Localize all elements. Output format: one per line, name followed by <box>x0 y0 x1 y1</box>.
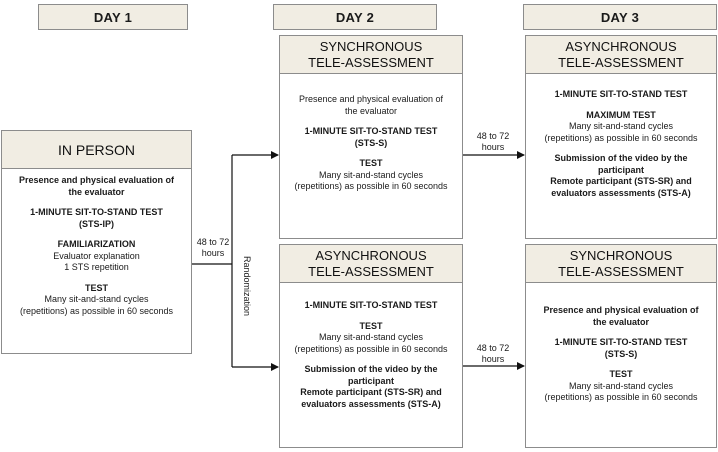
submission-line-2: participant <box>597 164 644 175</box>
day2-async-submission: Submission of the video by the participa… <box>284 364 458 410</box>
presence-line-2: the evaluator <box>592 316 650 327</box>
test-label: TEST <box>609 369 633 379</box>
day2-async-test: TEST Many sit-and-stand cycles (repetiti… <box>284 321 458 356</box>
test-desc-line-2: (repetitions) as possible in 60 seconds <box>19 305 174 316</box>
in-person-body: Presence and physical evaluation of the … <box>2 169 191 317</box>
day3-async-max-test: MAXIMUM TEST Many sit-and-stand cycles (… <box>530 110 712 145</box>
remote-line-2: evaluators assessments (STS-A) <box>551 187 691 198</box>
day3-async-body: 1-MINUTE SIT-TO-STAND TEST MAXIMUM TEST … <box>526 74 716 199</box>
day3-sync-presence: Presence and physical evaluation of the … <box>530 305 712 328</box>
submission-line-2: participant <box>347 375 394 386</box>
day2-sync-test-name: 1-MINUTE SIT-TO-STAND TEST (STS-S) <box>284 126 458 149</box>
day-3-label: DAY 3 <box>523 4 717 30</box>
day3-async-title-2: TELE-ASSESSMENT <box>558 54 684 70</box>
in-person-test-name: 1-MINUTE SIT-TO-STAND TEST (STS-IP) <box>6 207 187 230</box>
test-name: 1-MINUTE SIT-TO-STAND TEST <box>554 337 688 347</box>
interval-line-2: hours <box>201 248 225 258</box>
test-desc-line-1: Many sit-and-stand cycles <box>568 380 674 391</box>
test-name: 1-MINUTE SIT-TO-STAND TEST <box>304 300 438 310</box>
interval-line-2: hours <box>481 142 505 152</box>
test-code: (STS-S) <box>604 348 638 359</box>
day2-sync-box: SYNCHRONOUS TELE-ASSESSMENT Presence and… <box>279 35 463 239</box>
interval-label-day1: 48 to 72 hours <box>193 237 233 259</box>
day3-sync-title-1: SYNCHRONOUS <box>569 247 673 263</box>
test-label: TEST <box>359 320 383 331</box>
sts-repetition: 1 STS repetition <box>64 262 129 272</box>
submission-line-1: Submission of the video by the <box>554 153 688 163</box>
remote-line-1: Remote participant (STS-SR) and <box>300 387 442 397</box>
day2-sync-title-1: SYNCHRONOUS <box>319 38 423 54</box>
day2-async-header: ASYNCHRONOUS TELE-ASSESSMENT <box>280 245 462 283</box>
in-person-box: IN PERSON Presence and physical evaluati… <box>1 130 192 354</box>
test-desc-line-1: Many sit-and-stand cycles <box>318 332 424 342</box>
familiarization-label: FAMILIARIZATION <box>57 239 136 249</box>
presence-line-1: Presence and physical evaluation of <box>18 175 175 185</box>
in-person-familiarization: FAMILIARIZATION Evaluator explanation 1 … <box>6 239 187 274</box>
test-name: 1-MINUTE SIT-TO-STAND TEST <box>554 89 688 99</box>
max-desc-line-1: Many sit-and-stand cycles <box>568 121 674 131</box>
day3-async-header: ASYNCHRONOUS TELE-ASSESSMENT <box>526 36 716 74</box>
remote-line-2: evaluators assessments (STS-A) <box>301 398 441 409</box>
interval-line-1: 48 to 72 <box>476 131 510 141</box>
in-person-test: TEST Many sit-and-stand cycles (repetiti… <box>6 283 187 318</box>
day2-sync-presence: Presence and physical evaluation of the … <box>284 94 458 117</box>
test-label: TEST <box>359 158 383 168</box>
interval-line-2: hours <box>481 354 505 364</box>
day3-async-box: ASYNCHRONOUS TELE-ASSESSMENT 1-MINUTE SI… <box>525 35 717 239</box>
day3-sync-box: SYNCHRONOUS TELE-ASSESSMENT Presence and… <box>525 244 717 448</box>
day2-async-box: ASYNCHRONOUS TELE-ASSESSMENT 1-MINUTE SI… <box>279 244 463 448</box>
test-name: 1-MINUTE SIT-TO-STAND TEST <box>30 207 163 217</box>
day2-sync-test: TEST Many sit-and-stand cycles (repetiti… <box>284 158 458 193</box>
test-desc-line-1: Many sit-and-stand cycles <box>44 294 149 304</box>
day2-sync-body: Presence and physical evaluation of the … <box>280 74 462 193</box>
randomization-label: Randomization <box>242 255 252 317</box>
day3-sync-test-name: 1-MINUTE SIT-TO-STAND TEST (STS-S) <box>530 337 712 360</box>
remote-line-1: Remote participant (STS-SR) and <box>550 176 692 186</box>
interval-label-day2-async: 48 to 72 hours <box>470 343 516 365</box>
day3-sync-body: Presence and physical evaluation of the … <box>526 283 716 404</box>
presence-line-1: Presence and physical evaluation of <box>298 94 444 104</box>
day-2-label: DAY 2 <box>273 4 437 30</box>
presence-line-2: the evaluator <box>344 105 398 116</box>
day2-sync-header: SYNCHRONOUS TELE-ASSESSMENT <box>280 36 462 74</box>
day2-async-body: 1-MINUTE SIT-TO-STAND TEST TEST Many sit… <box>280 283 462 410</box>
day2-async-title-2: TELE-ASSESSMENT <box>308 263 434 279</box>
in-person-header: IN PERSON <box>2 131 191 169</box>
day2-async-title-1: ASYNCHRONOUS <box>315 247 427 263</box>
test-desc-line-1: Many sit-and-stand cycles <box>318 169 424 180</box>
presence-line-2: the evaluator <box>68 186 125 197</box>
test-code: (STS-IP) <box>79 218 114 229</box>
in-person-presence: Presence and physical evaluation of the … <box>6 175 187 198</box>
day2-async-test-name: 1-MINUTE SIT-TO-STAND TEST <box>284 300 458 312</box>
day3-sync-title-2: TELE-ASSESSMENT <box>558 263 684 279</box>
presence-line-1: Presence and physical evaluation of <box>543 305 699 315</box>
day-1-label: DAY 1 <box>38 4 188 30</box>
test-label: TEST <box>84 282 108 293</box>
max-desc-line-2: (repetitions) as possible in 60 seconds <box>544 132 698 143</box>
interval-label-day2-sync: 48 to 72 hours <box>470 131 516 153</box>
in-person-title: IN PERSON <box>57 141 135 158</box>
test-code: (STS-S) <box>354 137 388 148</box>
day3-sync-test: TEST Many sit-and-stand cycles (repetiti… <box>530 369 712 404</box>
evaluator-explanation: Evaluator explanation <box>53 250 140 261</box>
test-name: 1-MINUTE SIT-TO-STAND TEST <box>304 126 438 136</box>
test-desc-line-2: (repetitions) as possible in 60 seconds <box>544 392 698 402</box>
submission-line-1: Submission of the video by the <box>304 364 438 374</box>
test-desc-line-2: (repetitions) as possible in 60 seconds <box>294 343 448 354</box>
test-desc-line-2: (repetitions) as possible in 60 seconds <box>294 181 448 191</box>
day2-sync-title-2: TELE-ASSESSMENT <box>308 54 434 70</box>
day3-async-title-1: ASYNCHRONOUS <box>565 38 677 54</box>
day3-async-submission: Submission of the video by the participa… <box>530 153 712 199</box>
day3-async-test-name: 1-MINUTE SIT-TO-STAND TEST <box>530 89 712 101</box>
interval-line-1: 48 to 72 <box>196 237 230 247</box>
day3-sync-header: SYNCHRONOUS TELE-ASSESSMENT <box>526 245 716 283</box>
maximum-test-label: MAXIMUM TEST <box>586 109 656 120</box>
interval-line-1: 48 to 72 <box>476 343 510 353</box>
